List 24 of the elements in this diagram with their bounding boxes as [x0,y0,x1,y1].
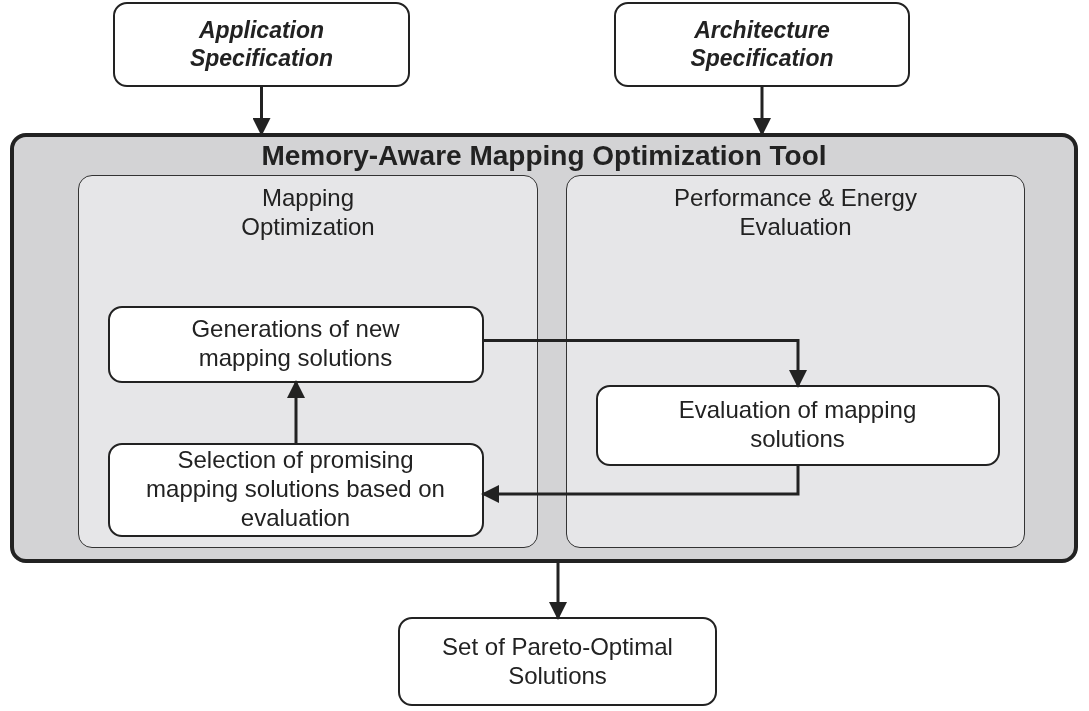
spec-box [113,2,410,87]
arrow [753,87,771,136]
arrow [252,87,271,136]
box-label: Architecture Specification [689,16,835,73]
process-box [595,384,1000,466]
panel-heading: Memory-Aware Mapping Optimization Tool [261,139,827,173]
module-panel [566,175,1025,548]
module-panel [78,175,538,548]
process-box [398,617,717,706]
panel-heading: Performance & Energy Evaluation [673,184,918,242]
box-label: Generations of new mapping solutions [190,315,401,373]
arrow [549,563,567,620]
box-label: Selection of promising mapping solutions based on evaluation [145,446,446,533]
arrow [481,466,800,503]
process-box [107,442,484,537]
tool-panel [10,133,1078,563]
spec-box [614,2,910,87]
box-label: Application Specification [188,16,335,73]
box-label: Evaluation of mapping solutions [677,396,918,454]
process-box [107,305,484,383]
arrow [287,380,305,443]
box-label: Set of Pareto-Optimal Solutions [441,632,674,691]
arrow [484,339,807,388]
panel-heading: Mapping Optimization [240,184,376,242]
